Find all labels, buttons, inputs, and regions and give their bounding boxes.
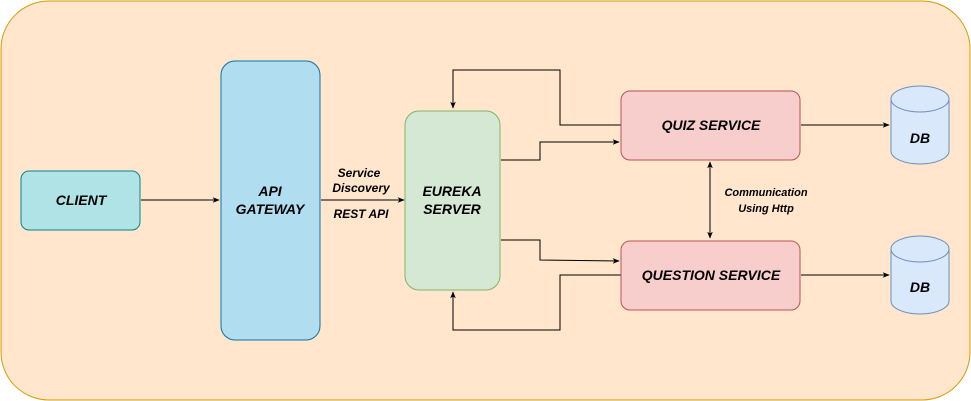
edge-eureka-to-quiz (501, 139, 620, 161)
service-discovery-label-line1: Service (338, 166, 381, 180)
edges (141, 69, 890, 331)
api-gateway-label-line2: GATEWAY (236, 201, 306, 217)
edge-quiz-to-eureka (450, 69, 621, 126)
service-discovery-label-line2: Discovery (332, 181, 391, 195)
communication-label-line1: Communication (724, 187, 807, 199)
eureka-server-box (404, 110, 501, 291)
quiz-db-label: DB (910, 130, 930, 146)
question-service-node[interactable]: QUESTION SERVICE (620, 240, 801, 311)
quiz-service-box (620, 90, 801, 161)
question-service-box (620, 240, 801, 311)
question-db-node[interactable]: DB (890, 235, 950, 315)
quiz-service-node[interactable]: QUIZ SERVICE (620, 90, 801, 161)
communication-label-line2: Using Http (738, 203, 794, 215)
question-db-label: DB (910, 279, 930, 295)
question-service-label: QUESTION SERVICE (642, 267, 781, 283)
eureka-server-label-line2: SERVER (423, 201, 481, 217)
client-label: CLIENT (56, 192, 108, 208)
api-gateway-box (220, 60, 321, 341)
quiz-service-label: QUIZ SERVICE (662, 117, 761, 133)
question-db-cylinder-rim (890, 248, 950, 263)
client-box (20, 170, 141, 231)
quiz-db-cylinder (890, 85, 950, 165)
rest-api-label: REST API (334, 207, 390, 221)
eureka-server-label-line1: EUREKA (422, 183, 481, 199)
api-gateway-label-line1: API (257, 183, 282, 199)
eureka-server-node[interactable]: EUREKA SERVER (404, 110, 501, 291)
api-gateway-node[interactable]: API GATEWAY (220, 60, 321, 341)
quiz-db-node[interactable]: DB (890, 85, 950, 165)
client-node[interactable]: CLIENT (20, 170, 141, 231)
question-db-cylinder (890, 235, 950, 315)
quiz-db-cylinder-rim (890, 98, 950, 113)
edge-eureka-to-question (501, 239, 620, 264)
edge-question-to-eureka (450, 274, 621, 331)
